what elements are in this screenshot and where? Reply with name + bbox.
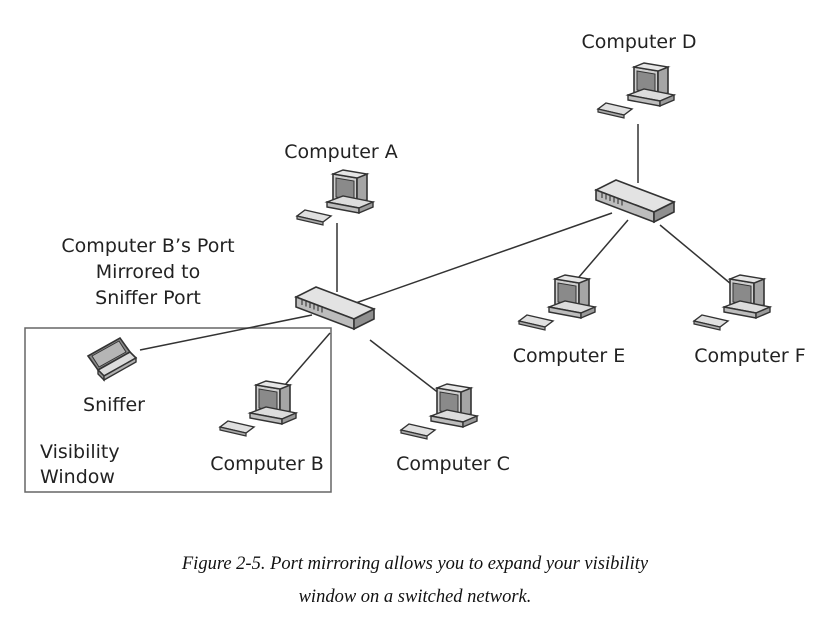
link-switch1-sniffer [139, 314, 313, 351]
visibility-window-label-line1: Visibility [40, 441, 120, 463]
computer-f-label: Computer F [694, 345, 806, 367]
computer-a-icon [296, 169, 374, 226]
mirror-label-line3: Sniffer Port [95, 287, 201, 309]
link-switch1-computer-b [277, 332, 331, 394]
mirror-label-line1: Computer B’s Port [61, 235, 235, 257]
visibility-window-box [24, 327, 332, 493]
sniffer-laptop-icon [87, 337, 137, 381]
visibility-window-label-line2: Window [40, 466, 115, 488]
mirror-label-line2: Mirrored to [95, 261, 201, 283]
computer-b-icon [219, 380, 297, 437]
computer-a-label: Computer A [284, 141, 398, 163]
computer-d-icon [597, 62, 675, 119]
computer-c-label: Computer C [396, 453, 510, 475]
computer-f-icon [693, 274, 771, 331]
computer-e-label: Computer E [512, 345, 626, 367]
link-switch2-computer-f [659, 224, 732, 285]
computer-d-label: Computer D [581, 31, 697, 53]
computer-b-label: Computer B [210, 453, 324, 475]
switch-icon-right [595, 179, 675, 223]
figure-caption-line2: window on a switched network. [298, 587, 532, 607]
computer-c-icon [400, 383, 478, 440]
computer-e-icon [518, 274, 596, 331]
link-switch1-computer-c [369, 339, 441, 395]
sniffer-label: Sniffer [83, 394, 145, 416]
connection-lines [139, 124, 732, 395]
figure-caption-line1: Figure 2-5. Port mirroring allows you to… [181, 554, 649, 574]
link-switch1-switch2 [349, 212, 613, 306]
link-switch2-computer-e [572, 219, 629, 285]
switch-icon-left [295, 286, 375, 330]
